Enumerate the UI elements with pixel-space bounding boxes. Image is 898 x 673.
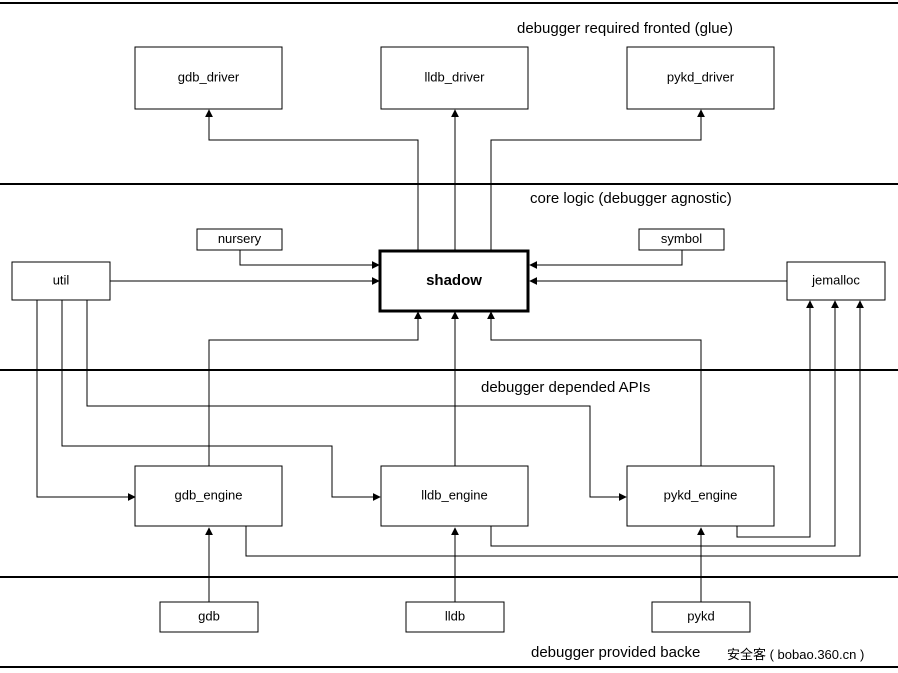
edge-util-pykd-engine — [86, 300, 627, 501]
layer-label-frontend: debugger required fronted (glue) — [517, 20, 733, 37]
edge-pykd-engine-jemalloc — [736, 300, 814, 538]
edge-symbol-shadow — [529, 250, 683, 269]
layer-label-apis: debugger depended APIs — [481, 379, 650, 396]
node-lldb-driver-label: lldb_driver — [425, 69, 486, 84]
node-symbol-label: symbol — [661, 231, 702, 246]
node-pykd-engine: pykd_engine — [626, 465, 775, 527]
node-lldb: lldb — [405, 601, 505, 633]
edges — [36, 109, 864, 602]
edge-nursery-shadow — [239, 250, 380, 269]
node-symbol: symbol — [638, 228, 725, 251]
node-shadow: shadow — [378, 249, 530, 313]
node-pykd-driver: pykd_driver — [626, 46, 775, 110]
edge-gdb-engine-shadow — [208, 311, 422, 466]
node-lldb-driver: lldb_driver — [380, 46, 529, 110]
node-jemalloc: jemalloc — [786, 261, 886, 301]
node-pykd-engine-label: pykd_engine — [664, 487, 738, 502]
layer-label-core: core logic (debugger agnostic) — [530, 190, 732, 207]
edge-lldb-engine-jemalloc — [490, 300, 839, 547]
node-pykd-driver-label: pykd_driver — [667, 69, 735, 84]
edge-pykd-engine-shadow — [487, 311, 702, 466]
node-lldb-engine-label: lldb_engine — [421, 487, 488, 502]
watermark: 安全客 ( bobao.360.cn ) — [722, 644, 892, 664]
node-pykd-label: pykd — [687, 608, 714, 623]
node-gdb-label: gdb — [198, 608, 220, 623]
node-gdb-driver: gdb_driver — [134, 46, 283, 110]
node-shadow-label: shadow — [426, 272, 482, 289]
watermark-text: 安全客 ( bobao.360.cn ) — [727, 647, 864, 662]
layer-label-backend: debugger provided backe — [531, 644, 700, 661]
edge-shadow-gdb-driver — [205, 109, 419, 250]
node-gdb-engine-label: gdb_engine — [175, 487, 243, 502]
node-gdb-engine: gdb_engine — [134, 465, 283, 527]
node-jemalloc-label: jemalloc — [811, 272, 860, 287]
edge-util-gdb-engine — [36, 300, 136, 501]
node-pykd: pykd — [651, 601, 751, 633]
edge-util-lldb-engine — [61, 300, 381, 501]
node-lldb-label: lldb — [445, 608, 465, 623]
node-lldb-engine: lldb_engine — [380, 465, 529, 527]
node-gdb: gdb — [159, 601, 259, 633]
node-gdb-driver-label: gdb_driver — [178, 69, 240, 84]
edge-gdb-engine-jemalloc — [245, 300, 864, 557]
node-util-label: util — [53, 272, 70, 287]
node-nursery: nursery — [196, 228, 283, 251]
node-util: util — [11, 261, 111, 301]
node-nursery-label: nursery — [218, 231, 262, 246]
edge-shadow-pykd-driver — [490, 109, 705, 250]
